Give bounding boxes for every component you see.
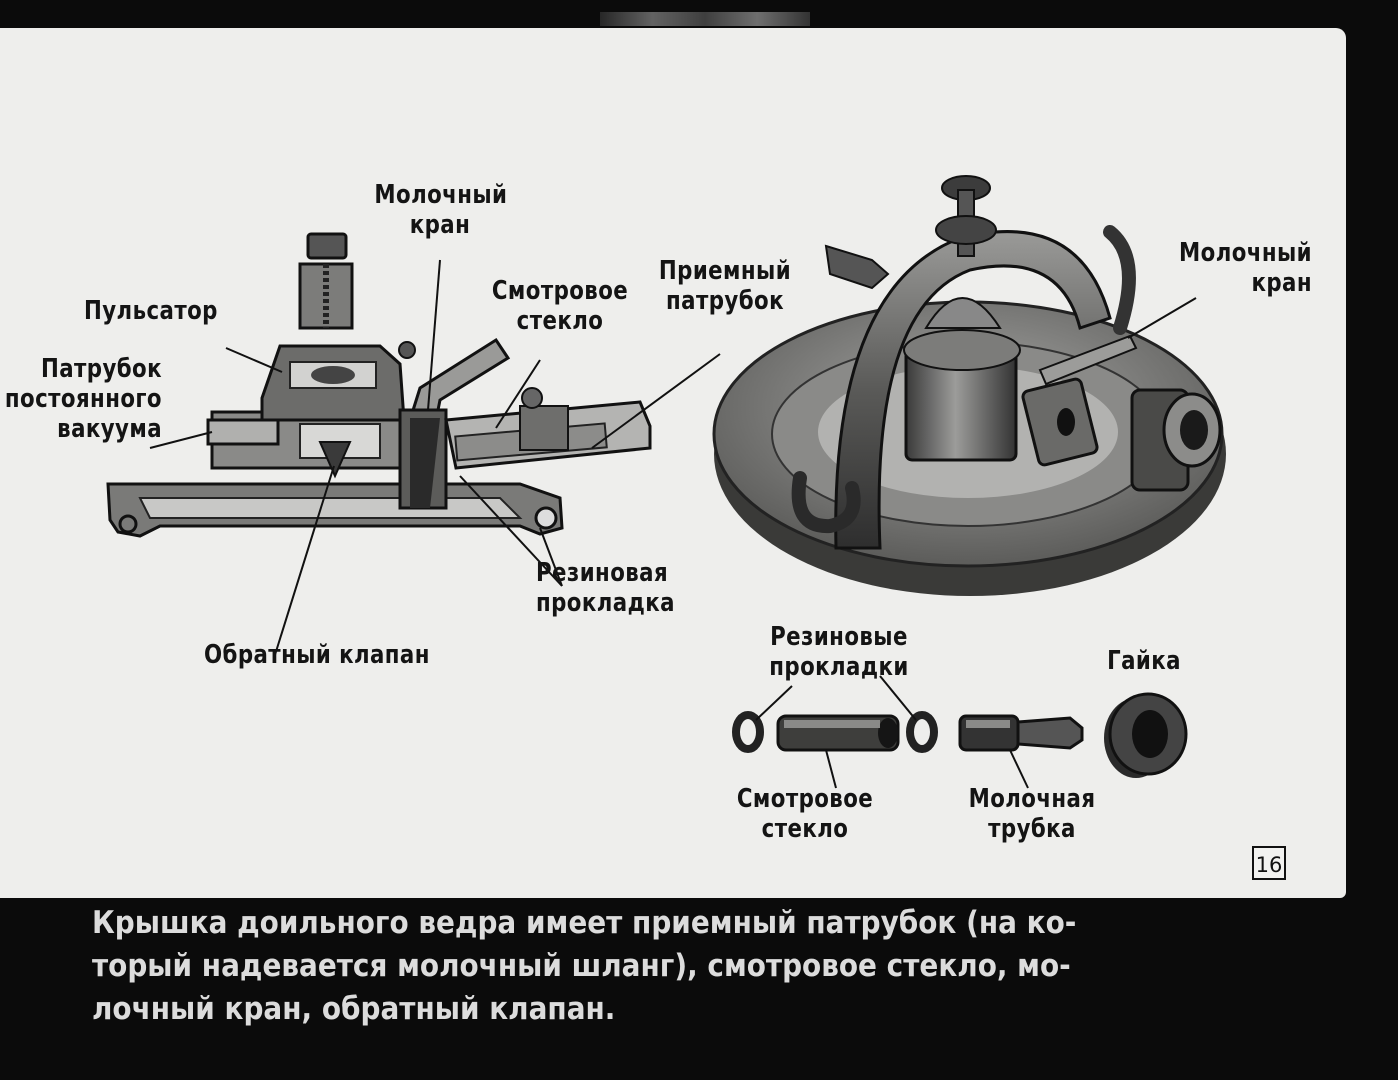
leader-milk-valve-right bbox=[1127, 297, 1197, 339]
gasket-right bbox=[906, 711, 938, 753]
cross-section-diagram bbox=[106, 232, 721, 659]
caption: Крышка доильного ведра имеет приемный па… bbox=[92, 902, 1222, 1031]
label-milk-valve-right: Молочный кран bbox=[1179, 238, 1312, 298]
label-nut: Гайка bbox=[1107, 646, 1181, 676]
label-rubber-gaskets: Резиновые прокладки bbox=[769, 622, 909, 682]
milk-tube-part bbox=[958, 714, 1084, 752]
label-sight-glass-part: Смотровое стекло bbox=[736, 784, 874, 844]
leader-lines-left bbox=[149, 259, 721, 659]
label-rubber-gasket: Резиновая прокладка bbox=[536, 558, 675, 618]
label-constant-vacuum-pipe: Патрубок постоянного вакуума bbox=[4, 354, 162, 444]
caption-line-3: лочный кран, обратный клапан. bbox=[92, 991, 616, 1027]
diagram-drawing bbox=[106, 175, 1226, 789]
label-pulsator: Пульсатор bbox=[84, 296, 218, 326]
caption-line-1: Крышка доильного ведра имеет приемный па… bbox=[92, 905, 1077, 941]
film-edge-strip bbox=[600, 12, 810, 26]
label-check-valve: Обратный клапан bbox=[204, 640, 430, 670]
lid-assembly-illustration bbox=[712, 175, 1226, 596]
slide-frame: Молочный кран Пульсатор Патрубок постоян… bbox=[0, 28, 1346, 898]
leader-lines-parts bbox=[755, 675, 1029, 789]
label-inlet-pipe: Приемный патрубок bbox=[658, 256, 792, 316]
label-milk-valve: Молочный кран bbox=[374, 180, 508, 240]
label-milk-tube: Молочная трубка bbox=[968, 784, 1096, 844]
exploded-parts bbox=[732, 675, 1188, 789]
frame-number: 16 bbox=[1252, 846, 1286, 880]
label-sight-glass: Смотровое стекло bbox=[491, 276, 629, 336]
caption-line-2: торый надевается молочный шланг), смотро… bbox=[92, 948, 1071, 984]
nut-part bbox=[1104, 692, 1188, 778]
gasket-left bbox=[732, 711, 764, 753]
